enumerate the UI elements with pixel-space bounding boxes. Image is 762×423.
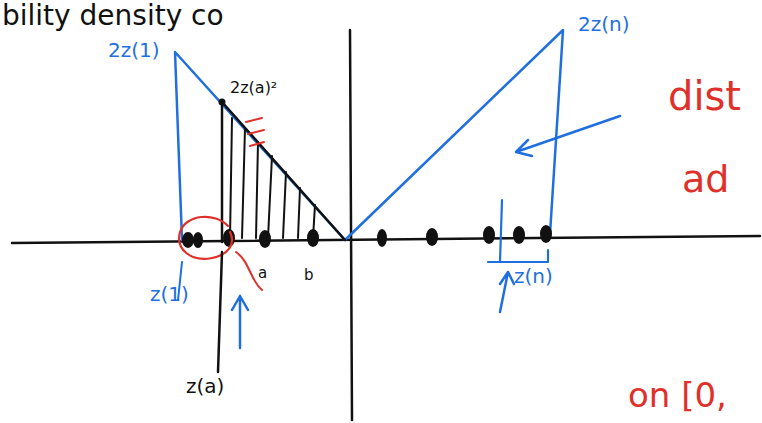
peak-label: 2z(1) [108, 40, 160, 60]
side-note: dist [668, 76, 741, 116]
peak-label: 2z(n) [578, 14, 630, 34]
point-label: z(1) [150, 284, 189, 304]
side-note: ad [682, 160, 729, 198]
height-label: 2z(a)² [230, 80, 277, 96]
point-label: z(n) [514, 266, 553, 286]
density-outline [175, 30, 563, 240]
point-label: z(a) [186, 376, 224, 396]
highlight-circle [179, 217, 232, 259]
hatching [230, 118, 315, 238]
side-note: on [0, [628, 378, 727, 412]
y-axis [350, 30, 352, 420]
area-triangle [222, 102, 345, 242]
heading-fragment: bility density co [2, 2, 224, 30]
pointer-arrow [516, 116, 620, 156]
point-label: a [258, 266, 267, 281]
point-label: b [304, 268, 314, 283]
sample-points [183, 226, 551, 247]
